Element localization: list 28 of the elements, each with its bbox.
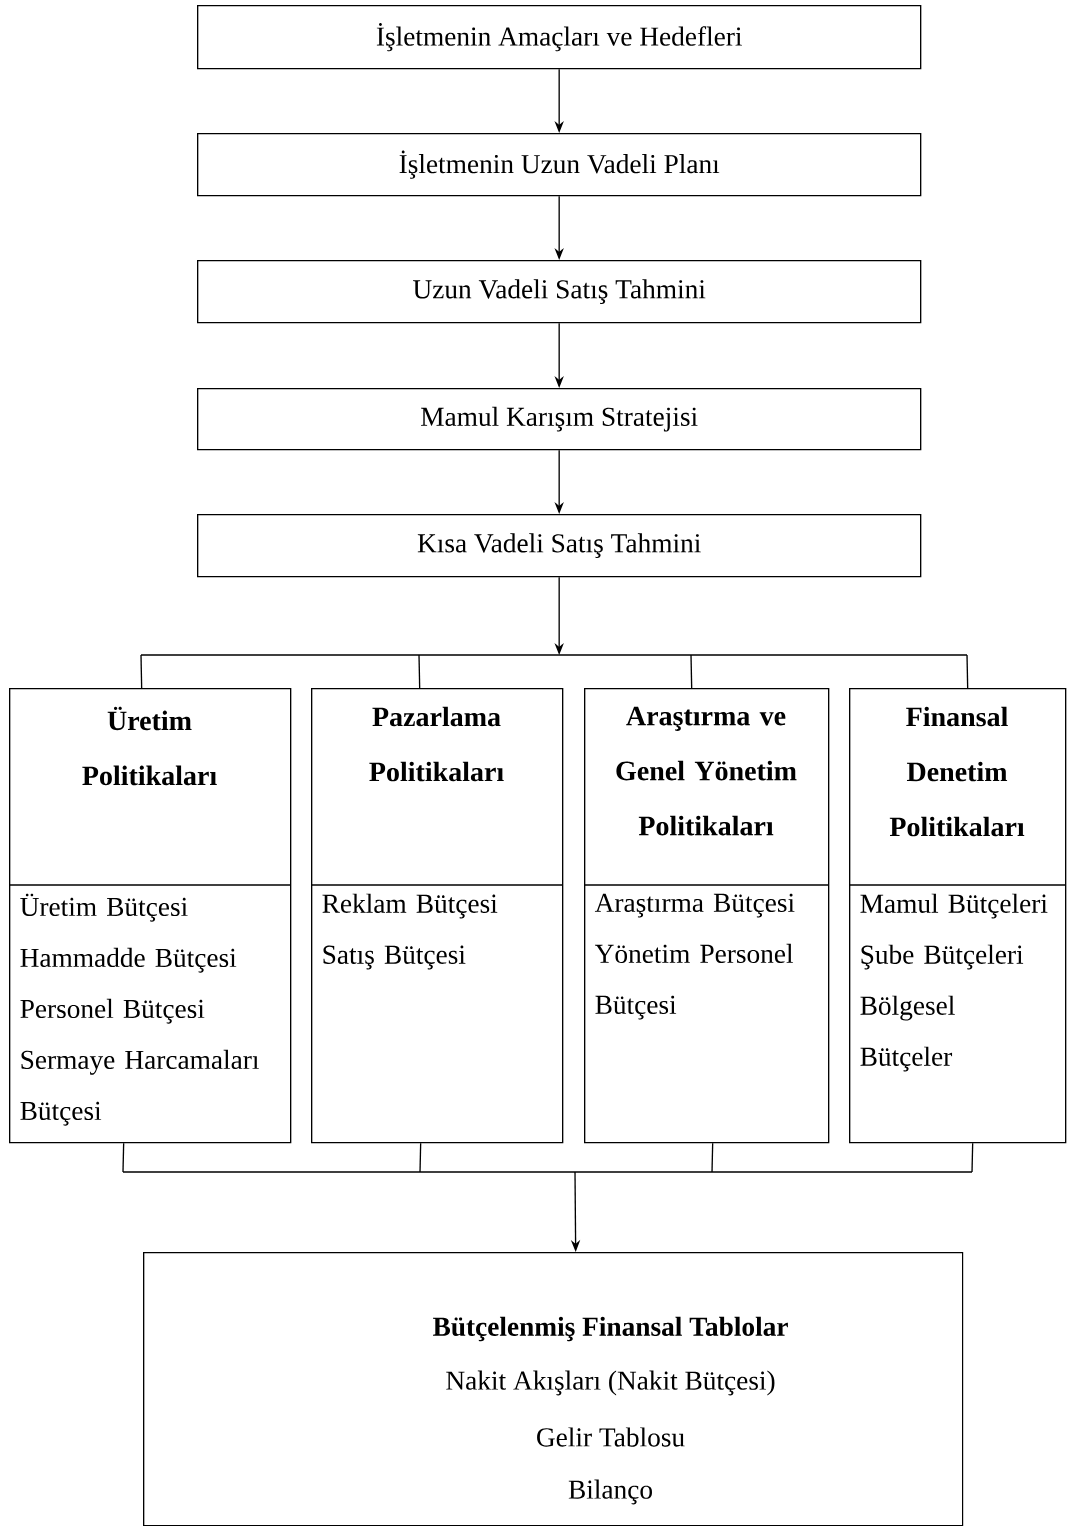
policy-box	[583, 688, 830, 1144]
box-heading: Pazarlama Politikaları	[369, 706, 504, 782]
bus-line	[122, 1171, 973, 1173]
result-box	[143, 1252, 964, 1526]
policy-box	[848, 688, 1067, 1144]
process-box: Mamul Karışım Stratejisi	[197, 388, 922, 451]
process-box: Uzun Vadeli Satış Tahmini	[197, 260, 922, 324]
budget-list: Mamul Bütçeleri Şube Bütçeleri Bölgesel Bütçeler	[860, 893, 1048, 1072]
node-label: Personel Bütçesi	[20, 998, 205, 1024]
budget-list: Üretim Bütçesi Hammadde Bütçesi Personel Bütçesi Sermaye Harcamaları Bütçesi	[20, 893, 259, 1126]
node-label: Sermaye Harcamaları Bütçesi	[20, 1049, 259, 1126]
statement-name: Gelir Tablosu	[537, 1427, 685, 1447]
node-label: Hammadde Bütçesi	[20, 947, 237, 973]
policy-box	[8, 688, 292, 1144]
bus-line	[140, 654, 968, 656]
process-box: İşletmenin Amaçları ve Hedefleri	[197, 5, 922, 70]
process-box: İşletmenin Uzun Vadeli Planı	[197, 133, 922, 197]
box-heading: Araştırma ve Genel Yönetim Politikaları	[616, 706, 797, 836]
process-box: Kısa Vadeli Satış Tahmini	[197, 514, 922, 578]
policy-box	[310, 688, 564, 1144]
box-heading: Finansal Denetim Politikaları	[889, 706, 1025, 837]
box-heading: Bütçelenmiş Finansal Tablolar	[433, 1316, 788, 1342]
budget-list: Araştırma Bütçesi Yönetim Personel Bütçesi	[594, 893, 795, 1020]
budget-list: Reklam Bütçesi Satış Bütçesi	[322, 893, 498, 970]
statement-name: Bilanço	[568, 1479, 652, 1505]
box-heading: Üretim Politikaları	[82, 706, 217, 786]
statement-name: Nakit Akışları (Nakit Bütçesi)	[446, 1370, 775, 1396]
node-label: Üretim Bütçesi	[20, 893, 188, 922]
